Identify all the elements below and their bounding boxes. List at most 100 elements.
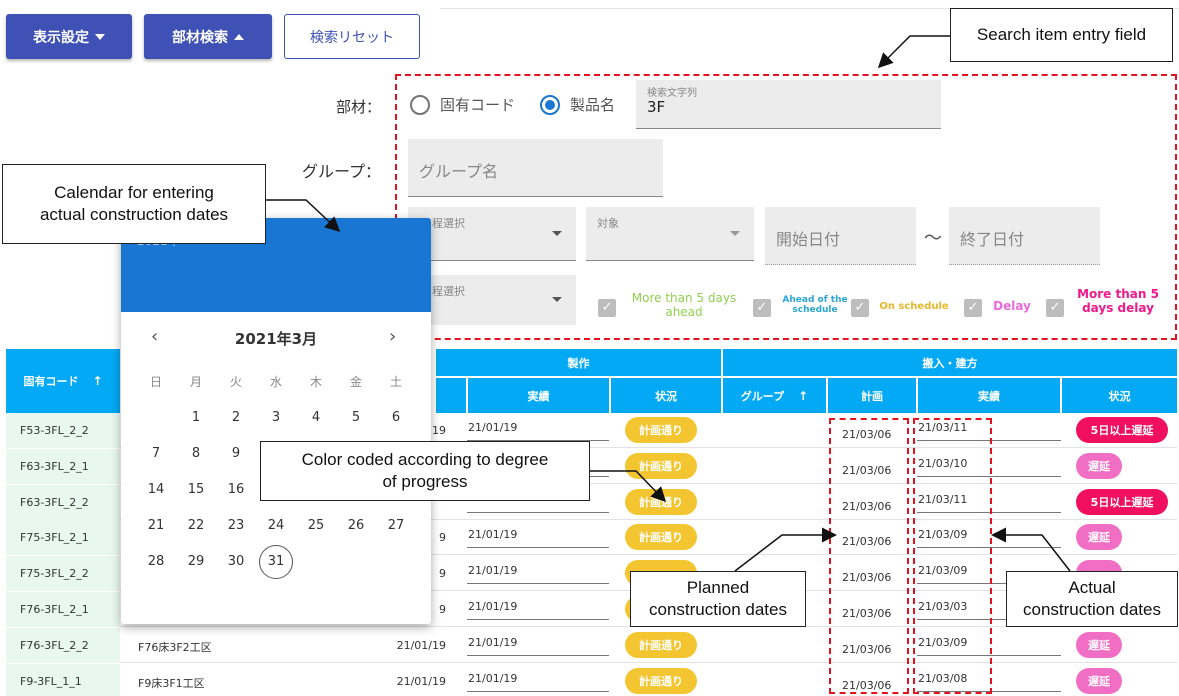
row-code-cell: F63-3FL_2_2 [6, 485, 120, 520]
weekday-label: 火 [229, 375, 242, 389]
status-badge: 計画通り [625, 417, 697, 443]
calendar-day-selected[interactable]: 31 [259, 545, 293, 579]
checkbox-big-delay[interactable]: ✓ [1046, 299, 1064, 317]
calendar-day[interactable]: 2 [231, 410, 241, 425]
checkbox-delay[interactable]: ✓ [964, 299, 982, 317]
search-string-value: 3F [647, 98, 666, 116]
calendar-day[interactable]: 4 [311, 410, 321, 425]
weekday-label: 水 [269, 375, 282, 389]
row-plan-cell: 9 [439, 603, 446, 616]
table-row[interactable] [6, 413, 1177, 448]
calendar-day[interactable]: 22 [187, 518, 205, 533]
row-actual-input[interactable]: 21/01/19 [468, 636, 518, 649]
checkbox-on-schedule[interactable]: ✓ [851, 299, 869, 317]
row-actual2-input[interactable]: 21/03/08 [918, 672, 968, 685]
column-header-group-label: グループ [740, 389, 785, 403]
row-actual2-underline [917, 476, 1061, 477]
column-header-status[interactable]: 状況 [611, 378, 721, 413]
row-plan-cell: 19 [432, 424, 446, 437]
table-row[interactable] [6, 628, 1177, 663]
calendar-day[interactable]: 23 [227, 518, 245, 533]
filter-big-delay-line1: More than 5 [1077, 287, 1159, 301]
target-select[interactable]: 対象 [586, 207, 754, 261]
table-row[interactable] [6, 592, 1177, 627]
row-actual2-input[interactable]: 21/03/09 [918, 528, 968, 541]
callout-actual-line2: construction dates [1023, 600, 1161, 619]
row-actual-input[interactable]: 21/01/19 [468, 421, 518, 434]
calendar-day[interactable]: 1 [191, 410, 201, 425]
row-plan2-cell: 21/03/06 [842, 500, 892, 513]
display-settings-label: 表示設定 [33, 29, 89, 46]
calendar-day[interactable]: 9 [231, 446, 241, 461]
chevron-down-icon [730, 231, 740, 236]
row-actual-input[interactable]: 21/01/19 [468, 528, 518, 541]
row-actual2-underline [917, 512, 1061, 513]
process-select[interactable]: 程選択 [408, 207, 576, 261]
chevron-right-icon[interactable]: › [389, 326, 397, 347]
calendar-day[interactable]: 30 [227, 554, 245, 569]
column-header-group[interactable]: グループ ↑ [723, 378, 826, 413]
row-code-cell: F76-3FL_2_1 [6, 592, 120, 627]
calendar-day[interactable]: 8 [191, 446, 201, 461]
column-header-status2[interactable]: 状況 [1062, 378, 1177, 413]
radio-unique-code[interactable] [410, 95, 430, 115]
display-settings-button[interactable]: 表示設定 [6, 14, 132, 59]
search-string-input[interactable]: 検索文字列 3F [636, 80, 941, 129]
calendar-day[interactable]: 28 [147, 554, 165, 569]
row-actual2-input[interactable]: 21/03/10 [918, 457, 968, 470]
end-date-input[interactable]: 終了日付 [949, 207, 1100, 265]
row-actual2-input[interactable]: 21/03/09 [918, 564, 968, 577]
table-row[interactable] [6, 520, 1177, 555]
date-picker[interactable]: 2021年 ‹ 2021年3月 › 日月火水木金土123456789101112… [121, 218, 431, 624]
row-actual-input[interactable]: 21/01/19 [468, 600, 518, 613]
calendar-day[interactable]: 5 [351, 410, 361, 425]
calendar-day[interactable]: 7 [151, 446, 161, 461]
calendar-day[interactable]: 26 [347, 518, 365, 533]
status-badge: 5日以上遅延 [1076, 489, 1168, 515]
sort-arrow-icon: ↑ [798, 388, 809, 403]
group-input[interactable]: グループ名 [408, 139, 663, 197]
row-actual2-input[interactable]: 21/03/11 [918, 493, 968, 506]
column-group-fabrication: 製作 [436, 349, 721, 376]
filter-ahead-5days-line2: ahead [665, 304, 703, 319]
row-actual-input[interactable]: 21/01/19 [468, 564, 518, 577]
chevron-left-icon[interactable]: ‹ [151, 326, 159, 347]
filter-ahead-line2: schedule [792, 305, 838, 316]
calendar-day[interactable]: 3 [271, 410, 281, 425]
calendar-day[interactable]: 25 [307, 518, 325, 533]
calendar-day[interactable]: 24 [267, 518, 285, 533]
search-reset-label: 検索リセット [310, 29, 394, 46]
status-badge: 計画通り [625, 632, 697, 658]
calendar-day[interactable]: 21 [147, 518, 165, 533]
radio-product-name[interactable] [540, 95, 560, 115]
row-actual2-input[interactable]: 21/03/09 [918, 636, 968, 649]
process-select-label: 程選択 [432, 217, 465, 230]
start-date-input[interactable]: 開始日付 [765, 207, 916, 265]
row-actual-input[interactable]: 21/01/19 [468, 672, 518, 685]
column-header-actual[interactable]: 実績 [468, 378, 609, 413]
material-search-button[interactable]: 部材検索 [144, 14, 272, 59]
top-divider [440, 8, 1179, 9]
table-row[interactable] [6, 556, 1177, 591]
checkbox-ahead[interactable]: ✓ [753, 299, 771, 317]
callout-color-coded-line2: of progress [382, 472, 468, 491]
search-reset-button[interactable]: 検索リセット [284, 14, 420, 59]
calendar-day[interactable]: 15 [187, 482, 205, 497]
column-header-plan2[interactable]: 計画 [828, 378, 916, 413]
calendar-day[interactable]: 16 [227, 482, 245, 497]
row-actual-underline [467, 655, 609, 656]
column-header-unique-code[interactable]: 固有コード ↑ [6, 349, 120, 413]
status-badge: 遅延 [1076, 668, 1122, 694]
column-header-actual2[interactable]: 実績 [918, 378, 1060, 413]
checkbox-ahead-5days[interactable]: ✓ [598, 299, 616, 317]
table-row[interactable] [6, 485, 1177, 520]
calendar-day[interactable]: 14 [147, 482, 165, 497]
row-actual2-input[interactable]: 21/03/11 [918, 421, 968, 434]
calendar-day[interactable]: 27 [387, 518, 405, 533]
process-select-2[interactable]: 程選択 [408, 275, 576, 325]
calendar-day[interactable]: 29 [187, 554, 205, 569]
calendar-day[interactable]: 6 [391, 410, 401, 425]
arrow-search-field [877, 35, 950, 69]
row-actual2-underline [917, 619, 1061, 620]
row-actual2-input[interactable]: 21/03/03 [918, 600, 968, 613]
